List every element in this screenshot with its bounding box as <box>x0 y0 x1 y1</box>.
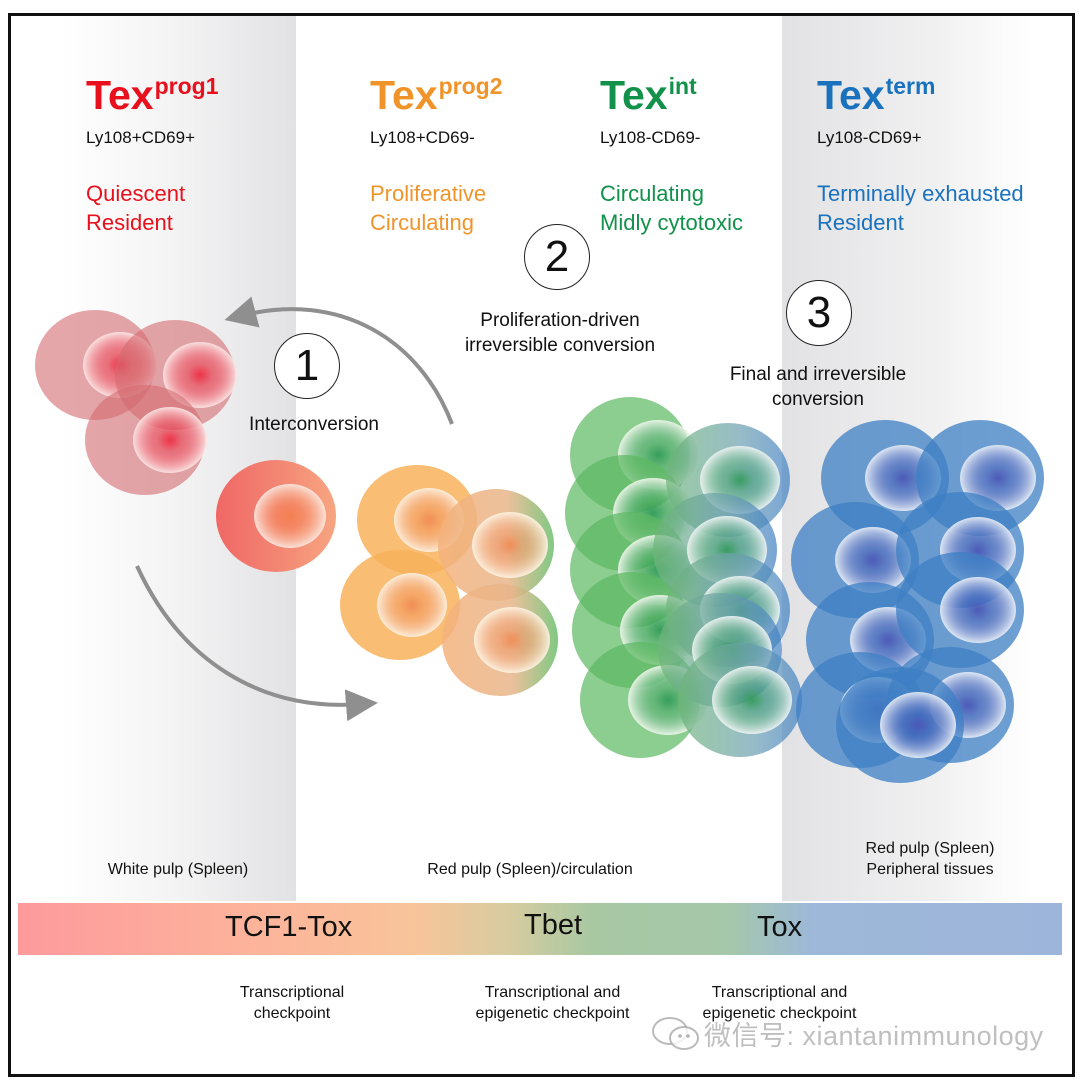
step-3-label: Final and irreversible conversion <box>700 362 936 412</box>
markers-prog2: Ly108+CD69- <box>370 128 475 147</box>
traits-prog1: Quiescent Resident <box>86 179 185 237</box>
location-peripheral: Red pulp (Spleen) Peripheral tissues <box>830 838 1030 880</box>
title-int: Texint <box>600 75 697 116</box>
trait: Proliferative <box>370 181 487 206</box>
tf-tbet: Tbet <box>524 909 583 941</box>
term-cell <box>836 667 964 783</box>
title-int-sup: int <box>668 73 697 99</box>
step-2-badge: 2 <box>524 224 590 290</box>
trait: Resident <box>817 210 904 235</box>
location-line: Red pulp (Spleen)/circulation <box>427 861 633 878</box>
cell-nucleus <box>377 573 447 637</box>
trait: Quiescent <box>86 181 186 206</box>
step-3-badge: 3 <box>786 280 852 346</box>
transcription-factor-gradient-bar <box>18 903 1062 955</box>
title-term-sup: term <box>885 73 936 99</box>
markers-prog1: Ly108+CD69+ <box>86 128 196 147</box>
title-term-main: Tex <box>817 72 885 118</box>
location-white-pulp: White pulp (Spleen) <box>60 859 296 880</box>
cell-nucleus <box>474 607 550 673</box>
checkpoint-line: epigenetic checkpoint <box>475 1005 630 1022</box>
title-prog1: Texprog1 <box>86 75 219 116</box>
traits-term: Terminally exhausted Resident <box>817 179 1024 237</box>
cell-nucleus <box>133 407 207 473</box>
step-1-label: Interconversion <box>236 412 392 437</box>
location-line: Peripheral tissues <box>866 861 994 878</box>
checkpoint-1: Transcriptional checkpoint <box>202 982 382 1024</box>
step-2-label: Proliferation-driven irreversible conver… <box>440 308 680 358</box>
cell-nucleus <box>254 484 326 548</box>
prog2-cell <box>442 584 558 696</box>
trait: Circulating <box>600 181 704 206</box>
tf-tcf1-tox: TCF1-Tox <box>225 911 353 943</box>
cell-nucleus <box>472 512 548 578</box>
prog2-cell <box>438 489 554 601</box>
location-red-pulp-circulation: Red pulp (Spleen)/circulation <box>380 859 680 880</box>
prog1-cell-single <box>216 460 336 572</box>
checkpoint-line: epigenetic checkpoint <box>702 1005 857 1022</box>
trait: Terminally exhausted <box>817 181 1024 206</box>
checkpoint-3: Transcriptional and epigenetic checkpoin… <box>682 982 877 1024</box>
prog2-cell <box>340 550 460 660</box>
title-prog1-sup: prog1 <box>154 73 219 99</box>
title-prog2-sup: prog2 <box>438 73 503 99</box>
cell-nucleus <box>712 666 792 734</box>
cell-nucleus <box>835 527 911 593</box>
traits-prog2: Proliferative Circulating <box>370 179 486 237</box>
checkpoint-line: Transcriptional and <box>484 984 621 1001</box>
term-cell <box>896 552 1024 668</box>
title-prog2: Texprog2 <box>370 75 503 116</box>
tf-tox: Tox <box>757 911 803 943</box>
watermark-text: 微信号: xiantanimmunology <box>704 1021 1044 1051</box>
interconversion-arrow-top <box>224 296 454 425</box>
step-label-line: Interconversion <box>249 414 379 435</box>
step-label-line: irreversible conversion <box>464 335 656 356</box>
title-prog1-main: Tex <box>86 72 154 118</box>
step-1-badge: 1 <box>274 333 340 399</box>
cell-nucleus <box>960 445 1036 511</box>
prog1-cell <box>85 385 207 495</box>
cell-nucleus <box>163 342 237 408</box>
markers-term: Ly108-CD69+ <box>817 128 922 147</box>
trait: Midly cytotoxic <box>600 210 744 235</box>
title-prog2-main: Tex <box>370 72 438 118</box>
title-int-main: Tex <box>600 72 668 118</box>
cell-nucleus <box>940 577 1016 643</box>
checkpoint-line: checkpoint <box>253 1005 331 1022</box>
step-label-line: Proliferation-driven <box>480 310 640 331</box>
trait: Circulating <box>370 210 474 235</box>
title-term: Texterm <box>817 75 935 116</box>
step-label-line: Final and irreversible <box>729 364 907 385</box>
checkpoint-line: Transcriptional <box>239 984 345 1001</box>
checkpoint-line: Transcriptional and <box>711 984 848 1001</box>
interconversion-arrow-bottom <box>135 565 378 722</box>
location-line: White pulp (Spleen) <box>107 861 249 878</box>
location-line: Red pulp (Spleen) <box>865 840 995 857</box>
int-cell <box>678 643 802 757</box>
wechat-icon <box>650 1014 702 1059</box>
cell-nucleus <box>880 692 956 758</box>
checkpoint-2: Transcriptional and epigenetic checkpoin… <box>455 982 650 1024</box>
markers-int: Ly108-CD69- <box>600 128 701 147</box>
trait: Resident <box>86 210 173 235</box>
traits-int: Circulating Midly cytotoxic <box>600 179 743 237</box>
step-label-line: conversion <box>772 389 864 410</box>
